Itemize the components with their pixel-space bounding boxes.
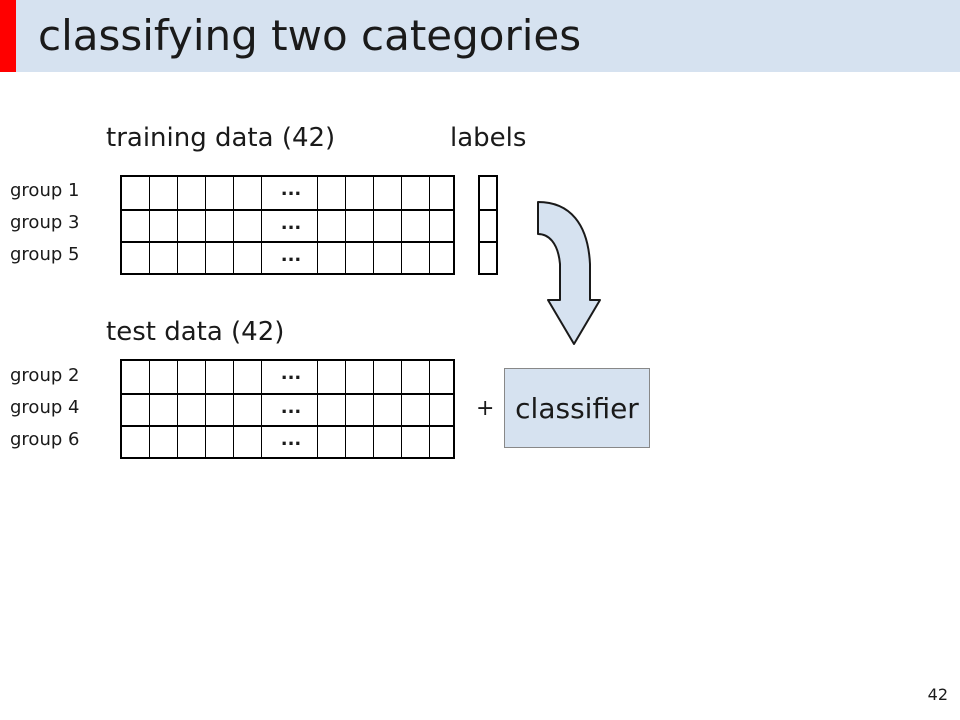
training-row: ... — [122, 177, 453, 209]
label-cell — [480, 209, 496, 241]
row-ellipsis: ... — [280, 397, 302, 418]
label-cell — [480, 177, 496, 209]
training-row-label: group 3 — [10, 212, 80, 233]
classifier-label: classifier — [515, 391, 639, 425]
test-row: ... — [122, 361, 453, 393]
training-row-label: group 5 — [10, 244, 80, 265]
training-row: ... — [122, 209, 453, 241]
labels-column — [478, 175, 498, 275]
test-row: ... — [122, 393, 453, 425]
down-arrow-icon — [537, 201, 601, 345]
labels-heading: labels — [450, 123, 527, 153]
row-ellipsis: ... — [280, 429, 302, 450]
classifier-box: classifier — [504, 368, 650, 448]
row-ellipsis: ... — [280, 179, 302, 200]
test-row-label: group 2 — [10, 365, 80, 386]
test-data-grid: ... ... ... — [120, 359, 455, 459]
test-row: ... — [122, 425, 453, 457]
training-row: ... — [122, 241, 453, 273]
plus-sign: + — [476, 396, 495, 421]
training-data-grid: ... ... ... — [120, 175, 455, 275]
page-number: 42 — [927, 685, 948, 704]
title-accent-bar — [0, 0, 16, 72]
test-row-label: group 6 — [10, 429, 80, 450]
title-bar — [0, 0, 960, 72]
test-data-heading: test data (42) — [106, 317, 285, 347]
row-ellipsis: ... — [280, 213, 302, 234]
label-cell — [480, 241, 496, 273]
test-row-label: group 4 — [10, 397, 80, 418]
row-ellipsis: ... — [280, 245, 302, 266]
training-row-label: group 1 — [10, 180, 80, 201]
training-data-heading: training data (42) — [106, 123, 336, 153]
slide-title: classifying two categories — [38, 11, 582, 60]
row-ellipsis: ... — [280, 363, 302, 384]
